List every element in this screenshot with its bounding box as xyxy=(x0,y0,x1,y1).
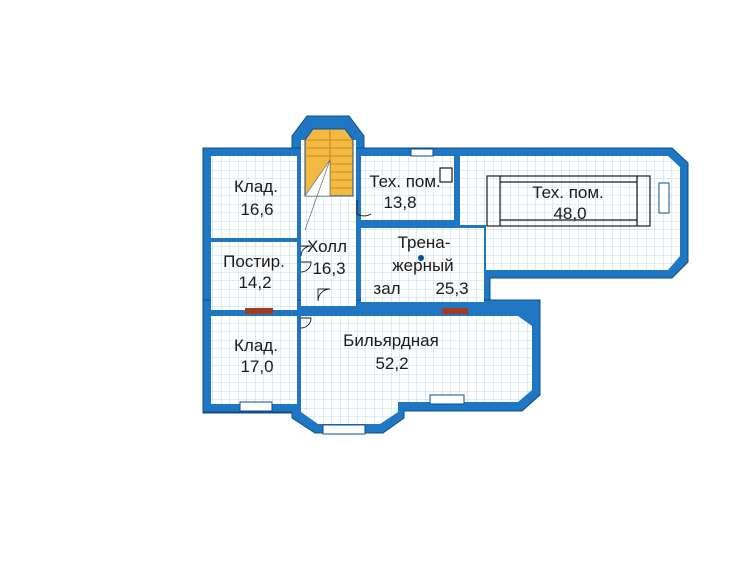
room-klad-top-name: Клад. xyxy=(234,177,278,196)
room-postir-area: 14,2 xyxy=(238,273,271,292)
door-blocks xyxy=(245,308,468,314)
room-holl-area: 16,3 xyxy=(312,259,345,278)
light-fixture xyxy=(418,255,424,261)
room-billiard-name: Бильярдная xyxy=(343,331,439,350)
tech-room-equipment xyxy=(439,167,651,227)
room-gym-area: 25,3 xyxy=(435,279,468,298)
windows xyxy=(239,148,670,435)
room-holl-name: Холл xyxy=(307,237,347,256)
room-klad-bottom-name: Клад. xyxy=(234,336,278,355)
room-klad-top-area: 16,6 xyxy=(240,200,273,219)
room-billiard-area: 52,2 xyxy=(375,354,408,373)
room-klad-bottom-area: 17,0 xyxy=(240,357,273,376)
room-tech-small-name: Тех. пом. xyxy=(369,172,441,191)
room-postir-name: Постир. xyxy=(223,252,285,271)
room-tech-large-area: 48,0 xyxy=(553,204,586,223)
room-gym-name-line3: зал xyxy=(373,279,400,298)
room-labels: Клад. 16,6 Постир. 14,2 Клад. 17,0 Холл … xyxy=(223,172,604,376)
floor-areas xyxy=(211,140,680,424)
room-tech-small-area: 13,8 xyxy=(383,193,416,212)
room-tech-large-name: Тех. пом. xyxy=(532,183,604,202)
room-gym-name-line1: Трена- xyxy=(398,233,451,252)
door-swings xyxy=(300,200,372,329)
room-gym-name-line2: жерный xyxy=(392,256,453,275)
staircase xyxy=(304,128,354,231)
